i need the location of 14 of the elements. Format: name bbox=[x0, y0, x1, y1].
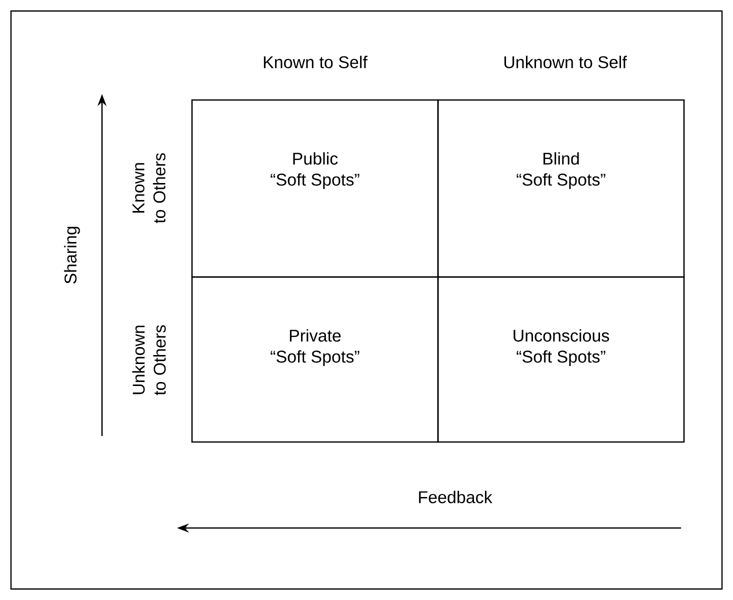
axis-label: Unknown to Others bbox=[132, 325, 166, 396]
axis-label: Sharing bbox=[64, 226, 80, 284]
axis-label: Known to Others bbox=[132, 153, 166, 224]
axis-label: Known to Self bbox=[264, 56, 368, 68]
quadrant-cell bbox=[191, 276, 439, 443]
axis-label: Unknown to Self bbox=[504, 56, 627, 68]
cell-text: Public “Soft Spots” bbox=[270, 152, 360, 190]
quadrant-cell bbox=[437, 99, 685, 278]
cell-text: Blind “Soft Spots” bbox=[516, 152, 606, 190]
quadrant-cell bbox=[437, 276, 685, 443]
quadrant-cell bbox=[191, 99, 439, 278]
cell-text: Unconscious “Soft Spots” bbox=[514, 329, 610, 366]
cell-text: Private “Soft Spots” bbox=[270, 329, 360, 366]
axis-label: Feedback bbox=[419, 490, 492, 504]
